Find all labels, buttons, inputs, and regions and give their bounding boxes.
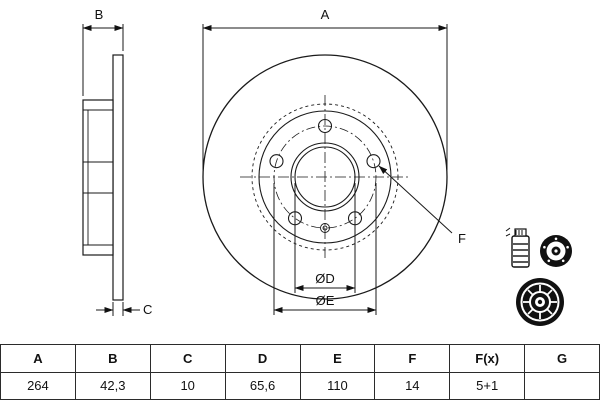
dim-label-e: ØE xyxy=(316,293,335,308)
dimension-e xyxy=(273,183,377,315)
table-header-row: A B C D E F F(x) G xyxy=(0,344,600,373)
header-cell-f: F xyxy=(374,344,451,373)
technical-drawing: B C xyxy=(82,7,572,326)
value-cell-b: 42,3 xyxy=(74,371,151,400)
value-cell-f: 14 xyxy=(374,371,451,400)
side-view xyxy=(82,54,124,301)
value-cell-e: 110 xyxy=(299,371,376,400)
front-view xyxy=(202,54,448,300)
value-cell-fx: 5+1 xyxy=(449,371,526,400)
header-cell-c: C xyxy=(149,344,226,373)
centerlines xyxy=(240,95,410,260)
header-cell-g: G xyxy=(524,344,600,373)
value-cell-g xyxy=(524,371,600,400)
table-value-row: 264 42,3 10 65,6 110 14 5+1 xyxy=(0,371,600,400)
dim-label-f: F xyxy=(458,231,466,246)
header-cell-fx: F(x) xyxy=(449,344,526,373)
dimension-table: A B C D E F F(x) G 264 42,3 10 65,6 110 … xyxy=(0,344,600,400)
value-cell-c: 10 xyxy=(149,371,226,400)
dimension-b xyxy=(82,24,124,96)
brake-disc-small-icon xyxy=(540,235,572,267)
dimension-a xyxy=(202,24,448,170)
header-cell-a: A xyxy=(0,344,76,373)
header-cell-b: B xyxy=(74,344,151,373)
header-cell-e: E xyxy=(299,344,376,373)
leader-f xyxy=(378,165,453,234)
value-cell-a: 264 xyxy=(0,371,76,400)
header-cell-d: D xyxy=(224,344,301,373)
brake-disc-icon xyxy=(516,278,564,326)
dim-label-c: C xyxy=(143,302,152,317)
dimension-d xyxy=(294,183,356,293)
dim-label-b: B xyxy=(95,7,104,22)
value-cell-d: 65,6 xyxy=(224,371,301,400)
grease-tube-icon xyxy=(505,227,530,268)
dim-label-d: ØD xyxy=(315,271,335,286)
dim-label-a: A xyxy=(321,7,330,22)
dimension-c xyxy=(96,302,140,316)
